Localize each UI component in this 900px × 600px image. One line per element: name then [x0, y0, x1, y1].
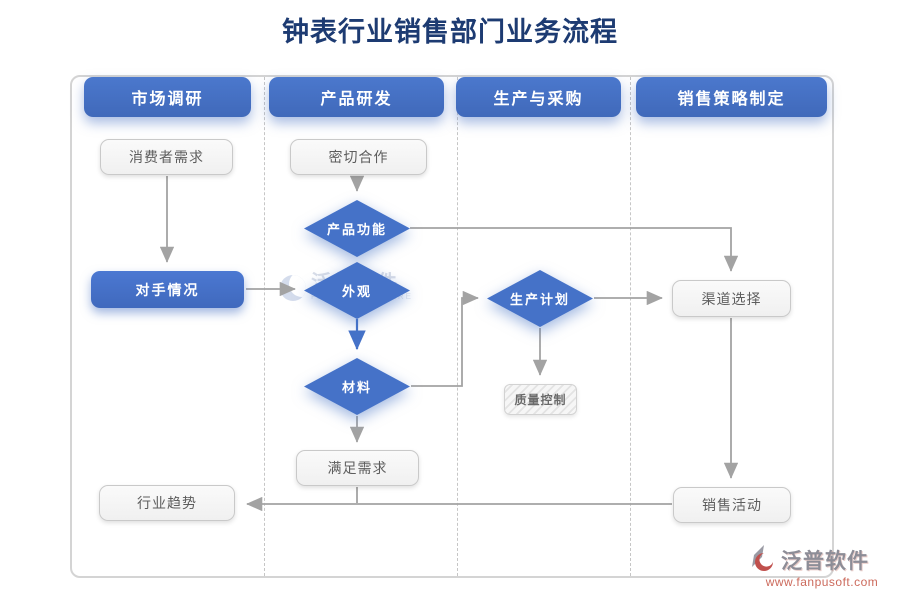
node-industry-trends: 行业趋势 — [99, 485, 235, 521]
node-channel-selection: 渠道选择 — [672, 280, 791, 317]
node-competitor-situation: 对手情况 — [91, 271, 244, 308]
node-sales-activities: 销售活动 — [673, 487, 791, 523]
node-materials-shape: 材料 — [304, 358, 410, 415]
lane-header-label: 产品研发 — [320, 91, 393, 108]
node-meet-needs: 满足需求 — [296, 450, 419, 486]
fanpu-logo-icon — [752, 545, 773, 571]
page-title: 钟表行业销售部门业务流程 — [282, 17, 618, 47]
node-appearance: 外观 — [304, 262, 410, 319]
node-quality-control: 质量控制 — [504, 384, 577, 415]
node-materials: 材料 — [304, 358, 410, 415]
footer-brand-url: www.fanpusoft.com — [765, 575, 879, 589]
lane-header-label: 销售策略制定 — [677, 91, 786, 108]
footer-brand-name: 泛普软件 — [781, 550, 869, 573]
footer-brand: 泛普软件 www.fanpusoft.com — [752, 545, 892, 589]
node-appearance-shape: 外观 — [304, 262, 410, 319]
lane-header-production-procurement: 生产与采购 — [456, 77, 621, 117]
lane-divider — [630, 77, 631, 576]
lane-divider — [457, 77, 458, 576]
lane-header-market-research: 市场调研 — [84, 77, 251, 117]
node-production-plan-shape: 生产计划 — [487, 270, 593, 327]
lane-divider — [264, 77, 265, 576]
lane-header-product-rd: 产品研发 — [269, 77, 444, 117]
node-consumer-needs: 消费者需求 — [100, 139, 233, 175]
node-close-cooperation: 密切合作 — [290, 139, 427, 175]
node-production-plan: 生产计划 — [487, 270, 593, 327]
lane-header-label: 生产与采购 — [493, 91, 584, 108]
lane-header-label: 市场调研 — [131, 91, 204, 108]
lane-header-sales-strategy: 销售策略制定 — [636, 77, 827, 117]
node-product-function-shape: 产品功能 — [304, 200, 410, 257]
node-product-function: 产品功能 — [304, 200, 410, 257]
